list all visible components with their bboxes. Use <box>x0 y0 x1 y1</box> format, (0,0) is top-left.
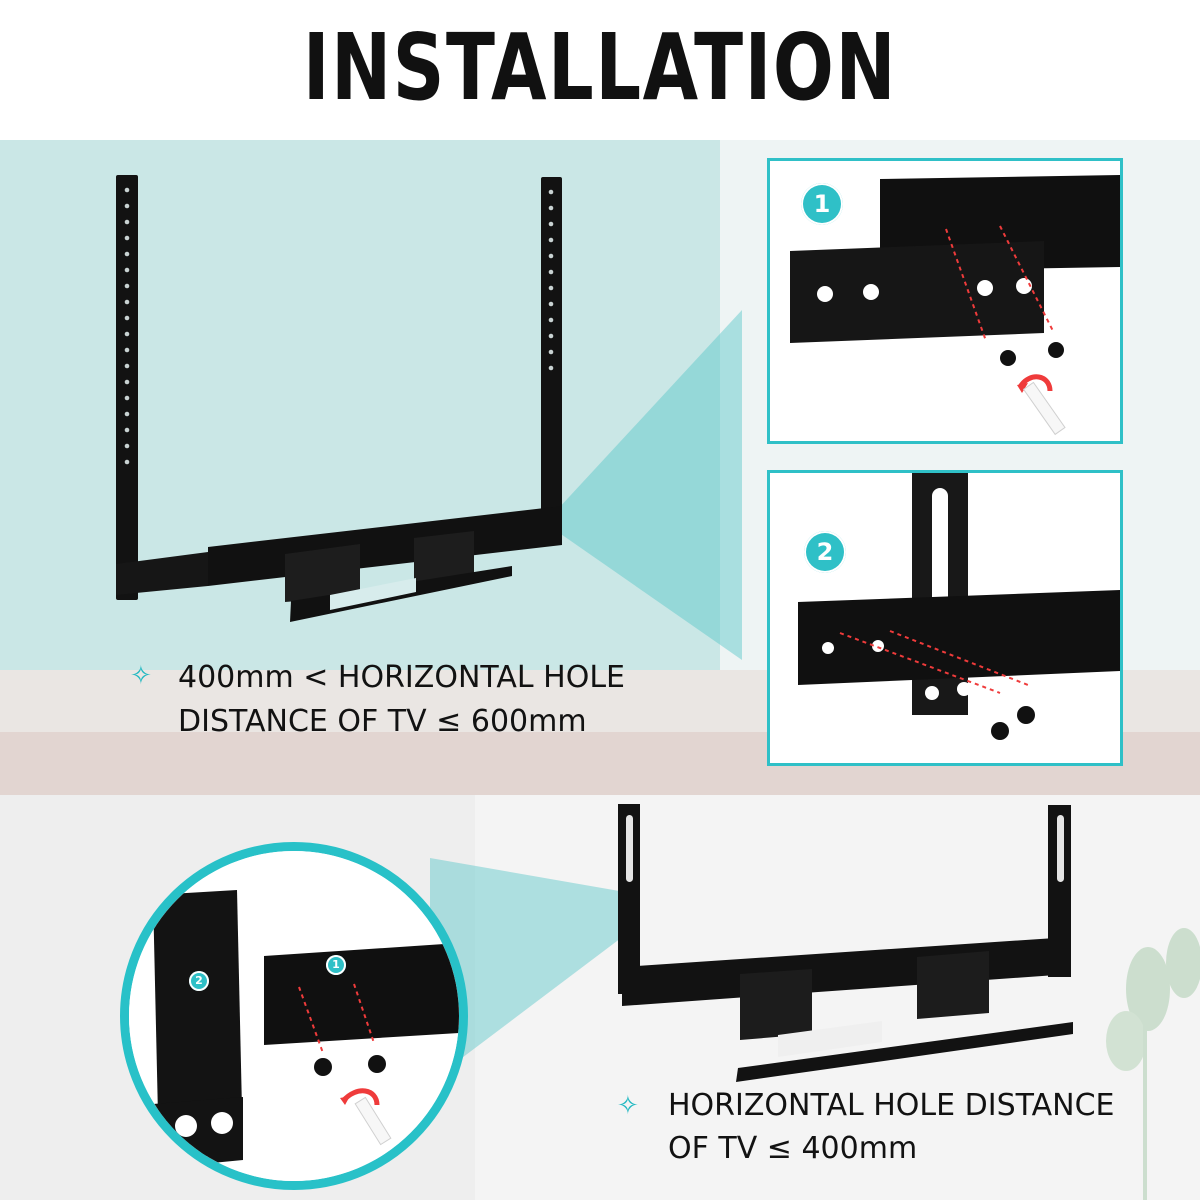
horizontal-arm <box>798 590 1120 685</box>
detail-1-illustration <box>770 161 1120 441</box>
plate-hole <box>863 284 879 300</box>
bottom-note-line-1: HORIZONTAL HOLE DISTANCE <box>668 1088 1115 1123</box>
detail-panel-1: 1 <box>767 158 1123 444</box>
zoom-beam-bottom <box>430 858 625 1082</box>
zoom-beam-top <box>545 310 742 660</box>
circle-step-badge-1: 1 <box>326 955 346 975</box>
top-note-sparkle-icon: ✧ <box>130 660 152 690</box>
plate-hole <box>817 286 833 302</box>
page-title: INSTALLATION OPTIONS <box>302 14 898 233</box>
bottom-note-sparkle-icon: ✧ <box>617 1090 639 1120</box>
right-arm-holes <box>548 189 554 371</box>
vertical-bracket <box>153 890 243 1160</box>
circular-detail-illustration <box>129 851 459 1181</box>
left-arm-holes <box>124 187 130 465</box>
detail-panel-2: 2 <box>767 470 1123 766</box>
front-bracket-plate <box>790 241 1044 343</box>
left-upright-arm <box>116 175 138 600</box>
horizontal-soundbar-bracket <box>264 943 459 1045</box>
step-badge-1: 1 <box>801 183 843 225</box>
universal-bracket-wide <box>116 175 562 622</box>
step-badge-2: 2 <box>804 531 846 573</box>
plate-hole <box>977 280 993 296</box>
circle-step-badge-2: 2 <box>189 971 209 991</box>
left-mount-plate <box>285 544 360 602</box>
screw <box>1048 342 1064 358</box>
right-mount-plate <box>414 531 474 584</box>
rotation-arrow <box>1017 374 1053 392</box>
universal-bracket-compact <box>618 804 1073 1082</box>
detail-2-illustration <box>770 473 1120 763</box>
right-upright-arm <box>541 177 562 533</box>
bottom-note-line-2: OF TV ≤ 400mm <box>668 1131 918 1166</box>
top-note-line-1: 400mm < HORIZONTAL HOLE <box>178 660 625 695</box>
left-lower-bar <box>116 552 208 595</box>
top-installation-scene: ✧ 400mm < HORIZONTAL HOLE DISTANCE OF TV… <box>0 140 1200 795</box>
screw <box>1017 706 1035 724</box>
plate-hole <box>1016 278 1032 294</box>
circular-detail-callout: 2 1 <box>120 842 468 1190</box>
top-note-line-2: DISTANCE OF TV ≤ 600mm <box>178 704 587 739</box>
decorative-plant <box>1106 928 1200 1200</box>
base-cutout <box>330 578 416 610</box>
screw <box>991 722 1009 740</box>
screw <box>1000 350 1016 366</box>
